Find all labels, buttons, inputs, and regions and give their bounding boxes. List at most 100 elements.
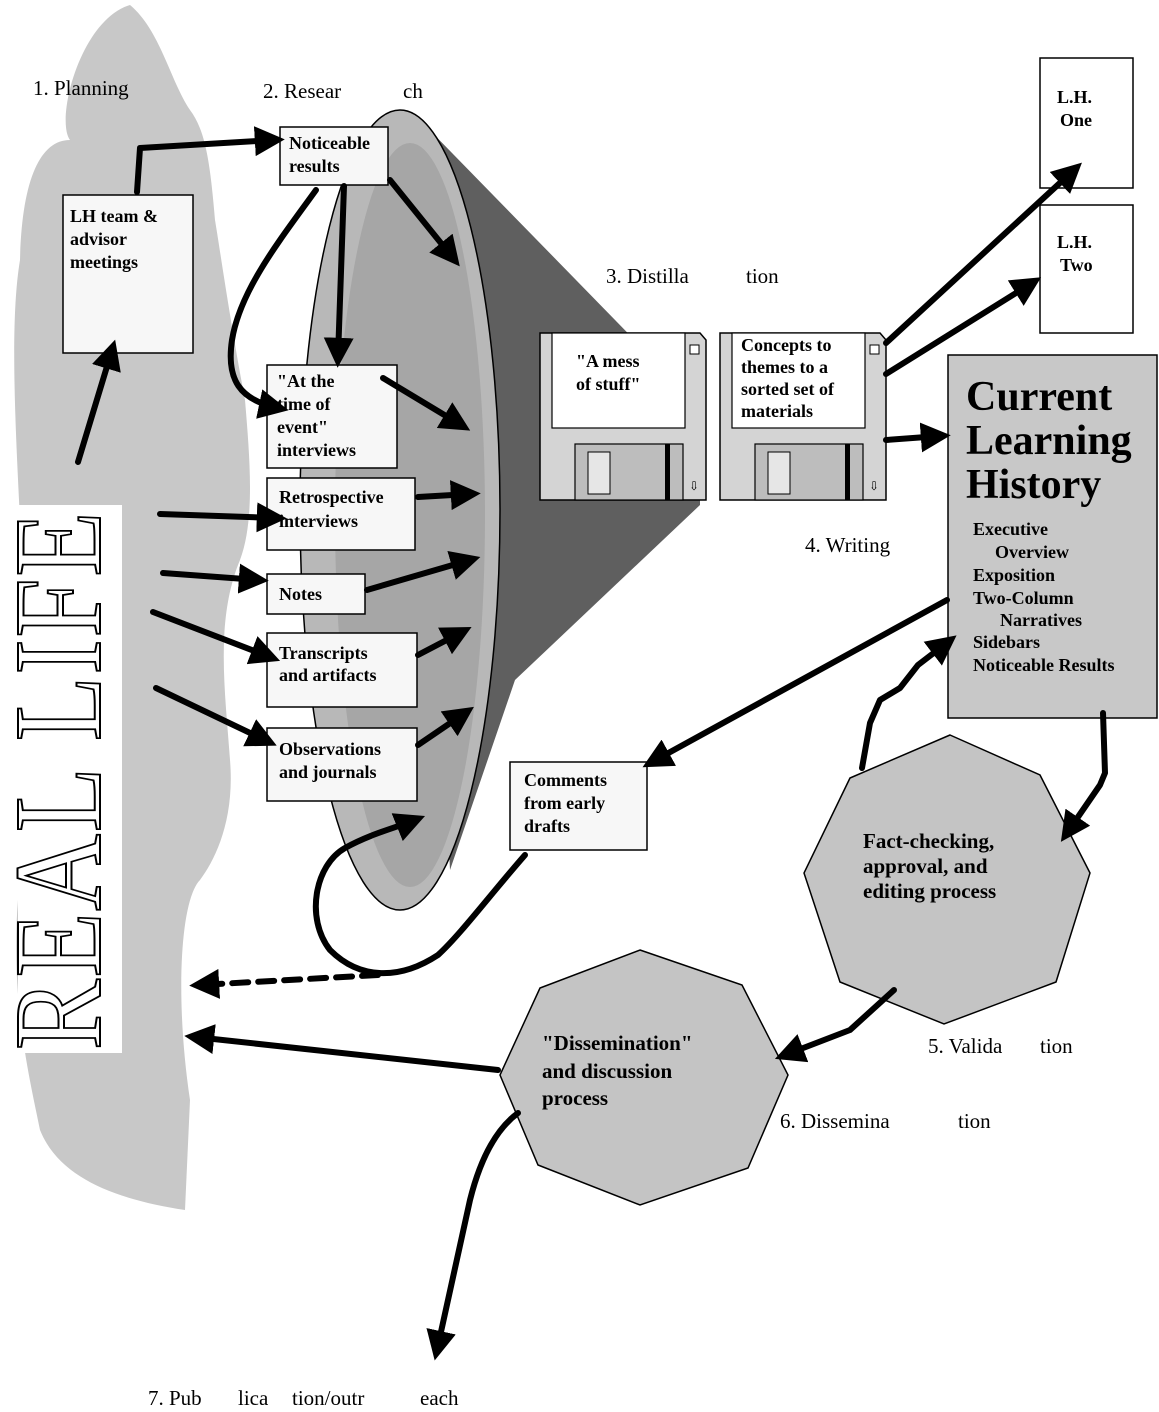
step-validation-b: tion [1040,1034,1073,1058]
svg-text:⇩: ⇩ [869,479,879,493]
current-history-box [947,354,1158,719]
transcripts-box [266,632,418,708]
floppy-mess-line-1: "A mess [576,351,640,371]
step-research-a: 2. Resear [263,79,341,103]
lh-two-line-2: Two [1060,255,1093,275]
step-dissemination-b: tion [958,1109,991,1133]
arrow-observations-to-funnel [415,706,474,748]
observations-line-2: and journals [279,762,377,782]
step-distillation-b: tion [746,264,779,288]
fact-check-line-1: Fact-checking, [863,829,994,853]
fact-check-line-2: approval, and [863,854,988,878]
transcripts-line-2: and artifacts [279,665,377,685]
arrow-concepts-to-history [883,422,951,453]
fact-check-line-3: editing process [863,879,996,903]
dissemination-octagon [499,949,789,1206]
current-history-title-3: History [966,462,1101,508]
arrow-noticeable-down [323,183,354,368]
arrow-notes-to-funnel [364,550,481,593]
planning-box [62,194,194,354]
planning-box-line-2: advisor [70,229,127,249]
arrow-planning-to-noticeable [134,126,285,195]
observations-box [266,727,418,802]
current-history-item-5: Narratives [1000,610,1082,630]
current-history-item-7: Noticeable Results [973,655,1114,675]
svg-text:⇩: ⇩ [689,479,699,493]
lh-one-line-2: One [1060,110,1092,130]
arrow-to-lh-one [883,162,1082,346]
arrow-reallife-to-transcripts [150,609,281,665]
retrospective-line-2: interviews [279,511,358,531]
step-publication-c: tion/outr [292,1386,364,1410]
floppy-concepts-line-3: sorted set of [741,379,835,399]
lh-two-doc [1039,204,1134,334]
planning-box-line-3: meetings [70,252,138,272]
step-publication-d: each [420,1386,459,1410]
retrospective-line-1: Retrospective [279,487,384,507]
floppy-concepts-line-1: Concepts to [741,335,832,355]
floppy-concepts-line-2: themes to a [741,357,828,377]
step-publication-a: 7. Pub [148,1386,202,1410]
current-history-item-1: Executive [973,519,1048,539]
real-life-banner-bg [18,505,122,1053]
arrow-reallife-to-notes [160,563,269,594]
current-history-title-2: Learning [966,418,1132,464]
time-of-event-line-1: "At the [277,371,334,391]
comments-line-2: from early [524,793,605,813]
arrow-noticeable-to-funnel [387,177,460,267]
arrow-factcheck-to-dissemination [774,987,897,1063]
arrow-dissemination-to-publication [426,1110,521,1361]
step-planning: 1. Planning [33,76,129,100]
comments-line-1: Comments [524,770,607,790]
step-writing: 4. Writing [805,533,891,557]
arrow-reallife-to-planning [75,339,121,465]
current-history-item-6: Sidebars [973,632,1040,652]
current-history-title-1: Current [966,374,1112,420]
dissemination-line-2: and discussion [542,1059,672,1083]
arrow-dashed-to-reallife [189,968,381,999]
notes-box [266,573,366,615]
fact-check-octagon [803,734,1091,1025]
arrow-time-to-funnel [380,375,471,431]
arrow-comments-loop [312,813,528,977]
comments-box [509,761,648,851]
arrow-transcripts-to-funnel [415,626,472,658]
time-of-event-line-2: time of [277,394,331,414]
current-history-item-4: Two-Column [973,588,1074,608]
floppy-concepts-line-4: materials [741,401,813,421]
arrow-history-to-factcheck [1060,710,1108,842]
arrow-factcheck-to-history [859,635,957,771]
transcripts-line-1: Transcripts [279,643,368,663]
noticeable-results-line-1: Noticeable [289,133,370,153]
time-of-event-line-3: event" [277,417,328,437]
arrow-noticeable-curve [227,187,319,419]
arrow-dissemination-to-reallife [184,1024,501,1073]
arrow-reallife-to-retro [157,502,287,533]
arrow-history-to-comments [642,597,950,768]
comments-line-3: drafts [524,816,570,836]
current-history-item-3: Exposition [973,565,1055,585]
notes-line-1: Notes [279,584,322,604]
floppy-disk-concepts: ⇩ Concepts to themes to a sorted set of … [719,332,887,501]
lh-one-line-1: L.H. [1057,87,1092,107]
planning-box-line-1: LH team & [70,206,158,226]
arrow-reallife-to-observations [153,685,277,747]
observations-line-1: Observations [279,739,381,759]
dissemination-line-3: process [542,1086,608,1110]
step-research-b: ch [403,79,423,103]
step-validation-a: 5. Valida [928,1034,1003,1058]
noticeable-results-line-2: results [289,156,340,176]
real-life-text: REAL LIFE [0,510,128,1050]
arrow-retro-to-funnel [415,480,481,511]
floppy-disk-mess: ⇩ "A mess of stuff" [539,332,707,501]
floppy-mess-line-2: of stuff" [576,374,641,394]
step-publication-b: lica [238,1386,269,1410]
flow-arrows [75,126,1108,1361]
arrow-to-lh-two [883,277,1042,377]
step-distillation-a: 3. Distilla [606,264,690,288]
lh-two-line-1: L.H. [1057,232,1092,252]
time-of-event-line-4: interviews [277,440,356,460]
step-dissemination-a: 6. Dissemina [780,1109,890,1133]
dissemination-line-1: "Dissemination" [542,1031,693,1055]
